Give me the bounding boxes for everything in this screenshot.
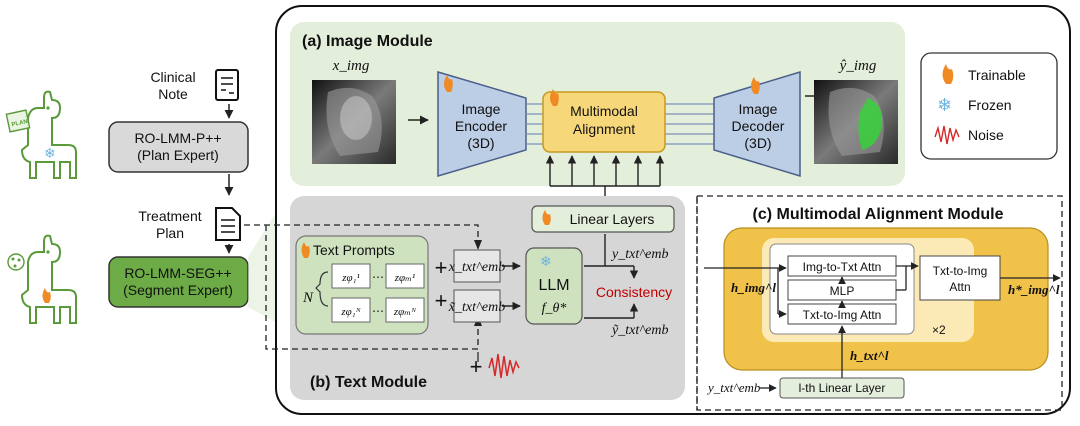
y-tilde-txt-emb-label: ỹ_txt^emb (610, 323, 668, 338)
svg-text:zφ₁ᴺ: zφ₁ᴺ (340, 306, 361, 318)
svg-text:zφ₁¹: zφ₁¹ (341, 272, 360, 284)
plan-expert-box (108, 121, 249, 173)
treatment-plan-label-2: Plan (156, 225, 184, 241)
x-tilde-txt-emb-label: x̃_txt^emb (448, 300, 505, 315)
txt-to-img-outer-label-2: Attn (949, 280, 970, 294)
treatment-plan-label-1: Treatment (138, 208, 201, 224)
plan-sticker-label: PLAN (11, 119, 28, 128)
prompt-token-grid: zφ₁¹ ⋯ zφₘ¹ zφ₁ᴺ ⋯ zφₘᴺ (331, 263, 425, 323)
frozen-snowflake-icon: ❄ (44, 145, 56, 161)
input-image-label: x_img (332, 58, 370, 74)
output-image-label: ŷ_img (838, 58, 877, 74)
treatment-plan-icon (215, 207, 241, 241)
h-img-label: h_img^l (731, 280, 776, 295)
plan-expert-subtitle: (Plan Expert) (137, 147, 219, 163)
h-txt-label: h_txt^l (850, 348, 889, 363)
segment-llama-icon (7, 234, 77, 324)
text-module-title: (b) Text Module (310, 374, 427, 391)
linear-flame-icon (542, 210, 551, 225)
encoder-label-3: (3D) (467, 135, 494, 151)
clinical-note-label-2: Note (158, 86, 188, 102)
n-brace (315, 271, 329, 307)
encoder-flame-icon (444, 75, 453, 92)
decoder-label-3: (3D) (744, 135, 771, 151)
alignment-flame-icon (550, 89, 559, 106)
image-encoder-block (437, 70, 527, 178)
y-emb-label: y_txt^emb (706, 380, 761, 395)
legend-flame-icon (942, 64, 954, 84)
llm-label: LLM (538, 277, 569, 294)
image-module-title: (a) Image Module (302, 33, 433, 50)
decoder-flame-icon (751, 77, 760, 94)
txt-to-img-outer-label-1: Txt-to-Img (933, 264, 988, 278)
encoder-label-2: Encoder (455, 118, 507, 134)
plan-expert-title: RO-LMM-P++ (134, 130, 221, 146)
treatment-plan-dashed-path (244, 224, 479, 350)
llm-box (525, 247, 583, 325)
linear-layers-label: Linear Layers (570, 211, 655, 227)
llm-snowflake-icon: ❄ (540, 253, 552, 269)
svg-text:⋯: ⋯ (372, 304, 384, 318)
alignment-label-2: Alignment (573, 121, 635, 137)
legend-frozen: Frozen (968, 97, 1012, 113)
decoder-label-1: Image (739, 101, 778, 117)
prompts-flame-icon (301, 242, 310, 258)
consistency-label: Consistency (596, 284, 672, 300)
alignment-label-1: Multimodal (570, 103, 638, 119)
input-ct-image (312, 80, 396, 164)
encoder-label-1: Image (462, 101, 501, 117)
plus-sign-3: + (470, 354, 483, 379)
lth-linear-layer-label: l-th Linear Layer (799, 381, 886, 395)
x-txt-emb-box (453, 249, 501, 283)
plus-sign-2: + (435, 288, 448, 313)
h-img-out-label: h*_img^l (1008, 282, 1060, 297)
linear-layers-box (531, 205, 675, 233)
noise-wave-icon (488, 353, 520, 379)
output-ct-image (814, 80, 898, 164)
llm-f-theta: f_θ* (542, 301, 567, 316)
alignment-module-title: (c) Multimodal Alignment Module (753, 206, 1004, 223)
mlp-label: MLP (830, 284, 855, 298)
trainable-flame-icon (42, 288, 51, 303)
alignment-flow (704, 262, 1061, 378)
multimodal-alignment-block (542, 91, 666, 153)
alignment-module-panel (696, 195, 1063, 411)
n-label: N (302, 290, 314, 306)
txt-to-img-inner-label: Txt-to-Img Attn (803, 308, 882, 322)
lth-linear-layer-box (779, 377, 905, 399)
legend-noise: Noise (968, 127, 1004, 143)
segment-expert-title: RO-LMM-SEG++ (124, 265, 231, 281)
repeat-label: ×2 (932, 323, 946, 337)
legend-trainable: Trainable (968, 67, 1026, 83)
segment-expert-subtitle: (Segment Expert) (123, 282, 233, 298)
y-txt-emb-label: y_txt^emb (610, 247, 668, 262)
plan-llama-icon: PLAN ❄ (5, 90, 77, 179)
img-to-txt-attn-label: Img-to-Txt Attn (803, 260, 882, 274)
clinical-note-label-1: Clinical (150, 69, 195, 85)
legend-snowflake-icon: ❄ (937, 95, 952, 115)
clinical-note-icon (215, 69, 239, 101)
svg-text:zφₘ¹: zφₘ¹ (394, 272, 415, 284)
svg-text:zφₘᴺ: zφₘᴺ (393, 306, 417, 318)
x-txt-emb-label: x_txt^emb (448, 260, 505, 275)
svg-text:⋯: ⋯ (372, 270, 384, 284)
image-decoder-block (713, 70, 801, 178)
plus-sign-1: + (435, 255, 448, 280)
decoder-label-2: Decoder (732, 118, 785, 134)
text-prompts-title: Text Prompts (313, 242, 395, 258)
x-tilde-txt-emb-box (453, 289, 501, 323)
legend-noise-icon (934, 125, 960, 145)
